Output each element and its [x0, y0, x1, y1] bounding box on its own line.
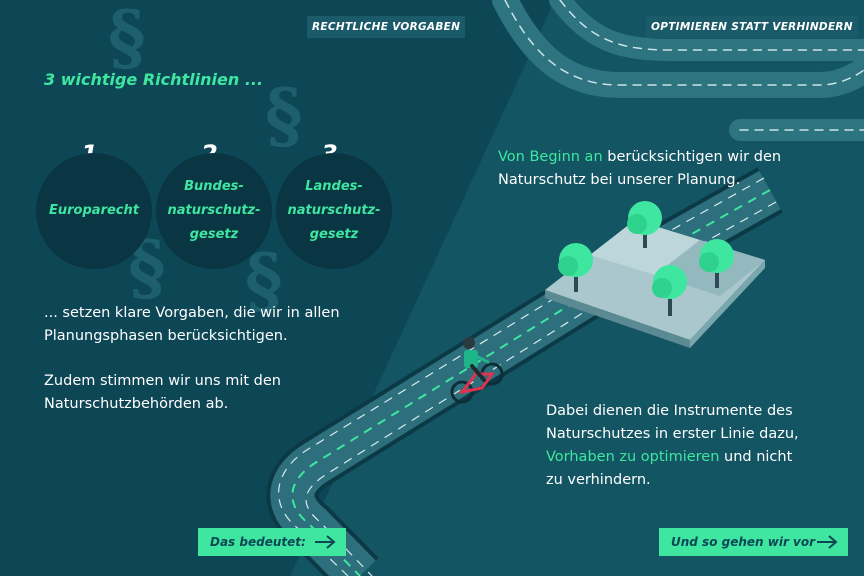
tree-icon [699, 239, 734, 288]
text-line: Naturschutzes in erster Linie dazu, [546, 426, 799, 442]
arrow-right-icon [817, 535, 838, 549]
text-fragment: berücksichtigen wir den [602, 149, 782, 165]
text-fragment: und nicht [719, 449, 793, 465]
guidelines-text: ... setzen klare Vorgaben, die wir in al… [44, 302, 340, 348]
button-label: Das bedeutet: [210, 535, 306, 549]
text-line: Naturschutz bei unserer Planung. [498, 172, 741, 188]
text-line: Planungsphasen berücksichtigen. [44, 328, 288, 344]
section-tag-optimize: OPTIMIEREN STATT VERHINDERN [646, 16, 858, 38]
button-label: Und so gehen wir vor [671, 535, 816, 549]
text-line: ... setzen klare Vorgaben, die wir in al… [44, 305, 340, 321]
instruments-text: Dabei dienen die Instrumente des Natursc… [546, 400, 799, 492]
das-bedeutet-button[interactable]: Das bedeutet: [198, 528, 346, 556]
text-line: Naturschutzbehörden ab. [44, 396, 229, 412]
road-top-right [492, 0, 864, 141]
text-line: Zudem stimmen wir uns mit den [44, 373, 281, 389]
guidelines-heading: 3 wichtige Richtlinien ... [44, 70, 264, 89]
text-line: zu verhindern. [546, 472, 651, 488]
tree-icon [652, 265, 687, 316]
guideline-circle-federal-law: Bundes- naturschutz- gesetz [156, 153, 272, 269]
tree-icon [558, 243, 593, 292]
paragraph-icon: § [108, 0, 146, 79]
arrow-right-icon [315, 535, 336, 549]
text-line: Von Beginn an berücksichtigen wir den [498, 146, 781, 169]
und-so-gehen-wir-vor-button[interactable]: Und so gehen wir vor [659, 528, 848, 556]
highlight-text: Von Beginn an [498, 149, 603, 165]
planning-text: Von Beginn an berücksichtigen wir den Na… [498, 146, 781, 192]
section-tag-legal: RECHTLICHE VORGABEN [307, 16, 466, 38]
highlight-text: Vorhaben zu optimieren [546, 449, 720, 465]
trees [558, 201, 734, 316]
tree-icon [627, 201, 662, 248]
guideline-circle-state-law: Landes- naturschutz- gesetz [276, 153, 392, 269]
cyclist-icon [450, 337, 504, 404]
main-road [266, 167, 783, 576]
text-line: Dabei dienen die Instrumente des [546, 403, 793, 419]
authorities-text: Zudem stimmen wir uns mit den Naturschut… [44, 370, 281, 416]
paragraph-icon: § [265, 72, 303, 157]
text-line: Vorhaben zu optimieren und nicht [546, 446, 799, 469]
guideline-circle-eu-law: Europarecht [36, 153, 152, 269]
paragraph-symbols-decor: § § § § [108, 0, 303, 322]
